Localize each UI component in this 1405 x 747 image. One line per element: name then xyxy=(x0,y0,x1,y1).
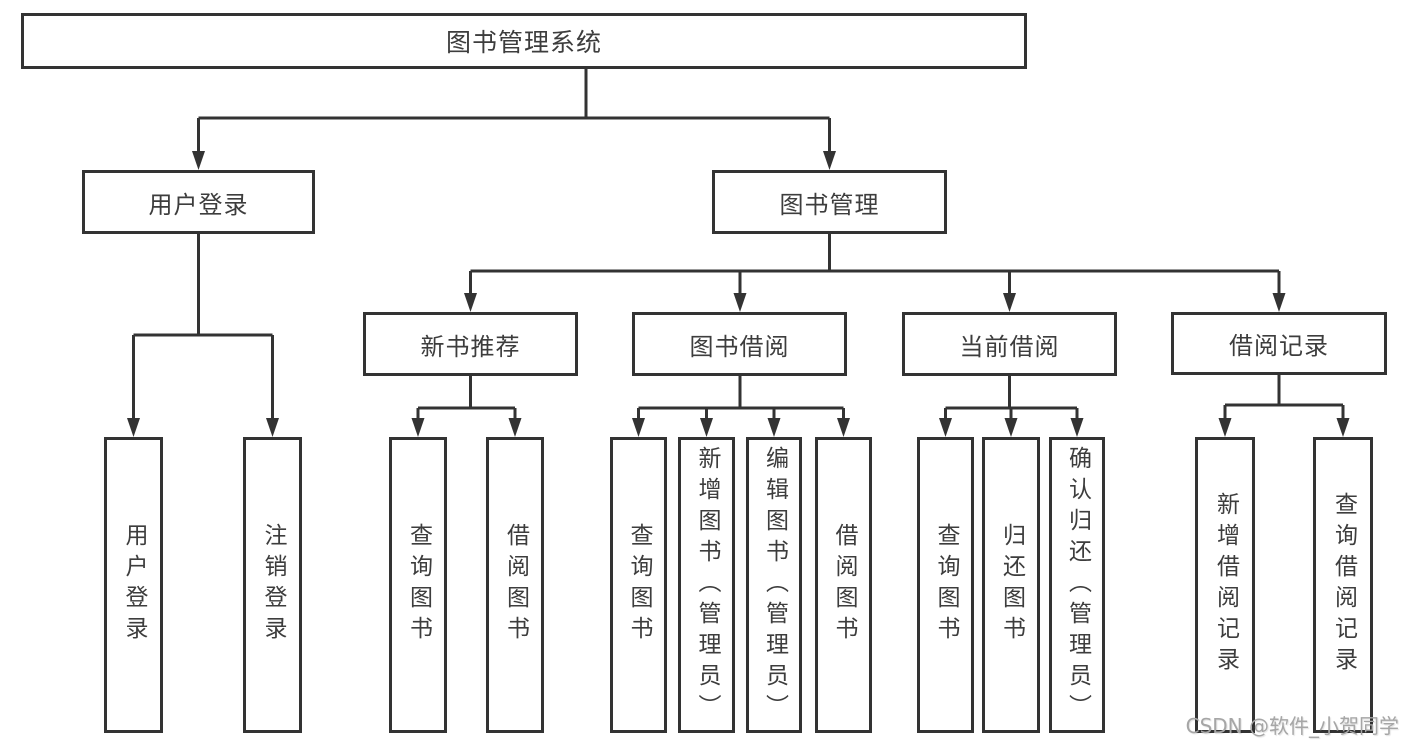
node-book-borrow: 图书借阅 xyxy=(632,312,847,376)
leaf-cb-return-book-label: 归还图书 xyxy=(998,523,1025,647)
node-user-login: 用户登录 xyxy=(82,170,315,234)
leaf-bb-add-book-admin-label: 新增图书（管理员） xyxy=(694,445,720,725)
node-root: 图书管理系统 xyxy=(21,13,1027,69)
arrowheads xyxy=(127,151,1350,437)
edge-newbook-to-leaves xyxy=(416,376,517,419)
leaf-br-add-record-label: 新增借阅记录 xyxy=(1212,492,1239,678)
leaf-user-login-label: 用户登录 xyxy=(121,523,147,647)
node-book-management-label: 图书管理 xyxy=(779,190,880,219)
csdn-watermark: CSDN @软件_小贺同学 xyxy=(1185,714,1399,738)
node-root-label: 图书管理系统 xyxy=(445,28,602,57)
leaf-nbr-query-book-label: 查询图书 xyxy=(405,523,432,647)
node-borrow-record: 借阅记录 xyxy=(1171,312,1387,375)
leaf-nbr-borrow-book: 借阅图书 xyxy=(486,437,544,733)
edge-bookborrow-to-leaves xyxy=(637,376,845,419)
node-new-book-recommend: 新书推荐 xyxy=(363,312,578,376)
node-current-borrow-label: 当前借阅 xyxy=(959,332,1060,361)
leaf-cb-confirm-return-admin: 确认归还（管理员） xyxy=(1049,437,1105,733)
node-book-management: 图书管理 xyxy=(712,170,947,234)
leaf-logout-label: 注销登录 xyxy=(260,523,286,647)
leaf-bb-query-book-label: 查询图书 xyxy=(626,523,652,647)
node-user-login-label: 用户登录 xyxy=(148,190,249,219)
leaf-bb-edit-book-admin-label: 编辑图书（管理员） xyxy=(761,445,788,725)
node-book-borrow-label: 图书借阅 xyxy=(689,332,790,361)
edge-borrowrecord-to-leaves xyxy=(1223,375,1345,419)
edge-userlogin-to-leaves xyxy=(132,234,274,419)
leaf-nbr-borrow-book-label: 借阅图书 xyxy=(502,523,529,647)
edge-bookmgmt-to-level3 xyxy=(469,234,1281,295)
leaf-cb-confirm-return-admin-label: 确认归还（管理员） xyxy=(1064,445,1091,725)
leaf-br-add-record: 新增借阅记录 xyxy=(1195,437,1255,733)
node-new-book-recommend-label: 新书推荐 xyxy=(420,332,521,361)
leaf-br-query-record-label: 查询借阅记录 xyxy=(1330,492,1357,678)
leaf-cb-query-book-label: 查询图书 xyxy=(933,523,959,647)
leaf-bb-edit-book-admin: 编辑图书（管理员） xyxy=(746,437,802,733)
leaf-logout: 注销登录 xyxy=(243,437,302,733)
edge-currentborrow-to-leaves xyxy=(944,376,1079,419)
leaf-bb-borrow-book-label: 借阅图书 xyxy=(831,523,857,647)
leaf-bb-query-book: 查询图书 xyxy=(610,437,667,733)
leaf-cb-return-book: 归还图书 xyxy=(982,437,1040,733)
leaf-br-query-record: 查询借阅记录 xyxy=(1313,437,1373,733)
leaf-nbr-query-book: 查询图书 xyxy=(389,437,447,733)
node-current-borrow: 当前借阅 xyxy=(902,312,1117,376)
leaf-bb-add-book-admin: 新增图书（管理员） xyxy=(678,437,735,733)
node-borrow-record-label: 借阅记录 xyxy=(1229,332,1329,360)
leaf-bb-borrow-book: 借阅图书 xyxy=(815,437,872,733)
leaf-user-login: 用户登录 xyxy=(104,437,163,733)
edge-root-to-level2 xyxy=(197,69,831,152)
leaf-cb-query-book: 查询图书 xyxy=(917,437,974,733)
